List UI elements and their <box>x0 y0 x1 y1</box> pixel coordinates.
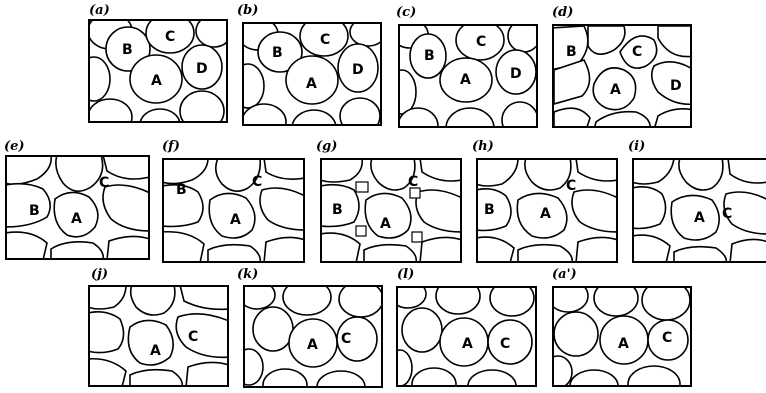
cell-label: D <box>510 66 522 82</box>
cell-label: B <box>176 182 187 198</box>
cell-label: D <box>196 61 208 77</box>
cell-label: A <box>540 206 551 222</box>
cell-label: C <box>662 330 672 346</box>
cell-label: A <box>307 337 318 353</box>
cell-diagram: C A <box>88 285 229 387</box>
cell-label: C <box>408 174 418 190</box>
cell-label: A <box>462 336 473 352</box>
panel-label: (h) <box>472 140 494 153</box>
cell-label: A <box>150 343 161 359</box>
cell-label: C <box>341 331 351 347</box>
cell-label: D <box>670 78 682 94</box>
cell-diagram: B C A D <box>242 22 382 126</box>
cell-label: A <box>71 211 82 227</box>
cell-label: B <box>29 203 40 219</box>
cell-label: B <box>122 42 133 58</box>
panel-label: (e) <box>4 140 25 153</box>
cell-label: D <box>352 62 364 78</box>
cell-label: A <box>618 336 629 352</box>
cell-diagram: C A <box>552 286 692 387</box>
cell-label: B <box>566 44 577 60</box>
cell-label: B <box>484 202 495 218</box>
cell-diagram: B C A D <box>398 24 538 128</box>
panel-label: (a) <box>89 4 110 17</box>
cell-label: A <box>151 73 162 89</box>
cell-label: A <box>306 76 317 92</box>
cell-label: C <box>500 336 510 352</box>
panel-label: (f) <box>162 140 180 153</box>
panel-label: (b) <box>237 4 258 17</box>
panel-label: (k) <box>237 268 258 281</box>
cell-label: B <box>332 202 343 218</box>
panel-label: (c) <box>396 6 416 19</box>
panel-label: (g) <box>316 140 337 153</box>
cell-label: C <box>320 32 330 48</box>
cell-diagram: B C A <box>476 158 618 263</box>
cell-label: A <box>230 212 241 228</box>
cell-diagram: B C A <box>5 155 150 260</box>
panel-label: (a') <box>552 268 577 281</box>
cell-label: C <box>99 175 109 191</box>
panel-label: (d) <box>552 6 573 19</box>
cell-diagram: B C A <box>162 158 305 263</box>
cell-diagram: C A <box>243 285 383 388</box>
cell-label: C <box>476 34 486 50</box>
cell-label: A <box>694 210 705 226</box>
cell-diagram: B C A D <box>552 24 692 128</box>
cell-label: A <box>460 72 471 88</box>
cell-diagram: C A <box>632 158 766 263</box>
cell-label: C <box>188 329 198 345</box>
cell-diagram: B C A <box>320 158 462 263</box>
cell-label: C <box>165 29 175 45</box>
cell-label: C <box>252 174 262 190</box>
cell-label: B <box>272 45 283 61</box>
cell-label: C <box>632 44 642 60</box>
panel-label: (j) <box>91 268 108 281</box>
cell-label: B <box>424 48 435 64</box>
cell-label: A <box>610 82 621 98</box>
cell-diagram: C A <box>396 286 537 387</box>
cell-label: C <box>566 178 576 194</box>
panel-label: (l) <box>397 268 414 281</box>
cell-diagram: B C A D <box>88 19 228 123</box>
cell-label: C <box>722 206 732 222</box>
panel-label: (i) <box>628 140 645 153</box>
cell-label: A <box>380 216 391 232</box>
